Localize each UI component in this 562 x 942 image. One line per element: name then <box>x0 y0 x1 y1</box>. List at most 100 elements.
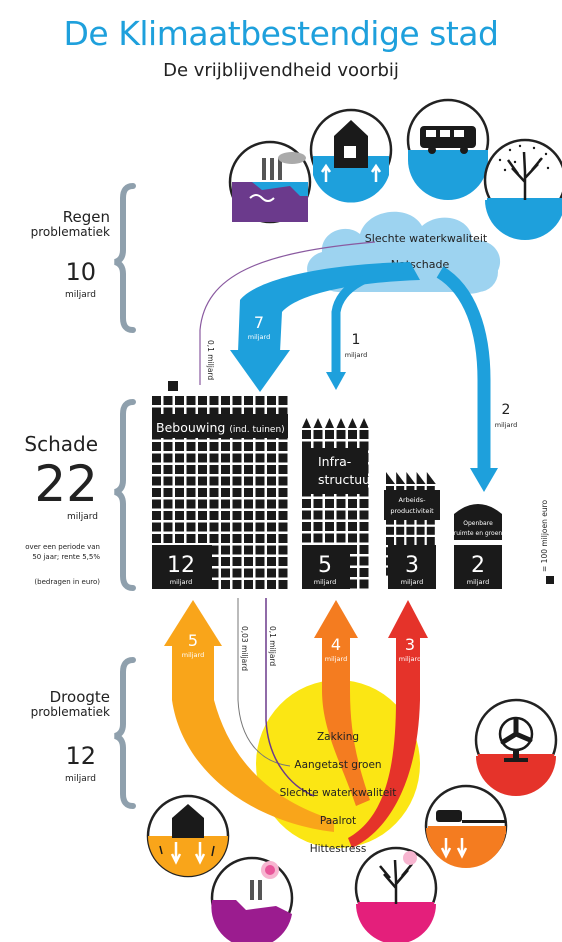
unit-square <box>209 557 219 566</box>
unit-square <box>175 476 184 486</box>
icon-bus-overstroming <box>406 98 490 200</box>
unit-square <box>175 522 184 532</box>
unit-square <box>232 534 242 543</box>
sun-item-paalrot: Paalrot <box>320 815 356 827</box>
sector-openbare-label-line1: Openbare <box>463 520 493 527</box>
icon-boom-droogte <box>354 846 438 942</box>
unit-square <box>209 407 219 417</box>
infra-roof <box>348 418 357 428</box>
flow-drought-bebouwing-arrowhead <box>164 600 222 646</box>
unit-square <box>267 580 276 589</box>
flow-drought-arbeid-unit: miljard <box>399 655 421 663</box>
unit-square <box>186 442 196 451</box>
unit-square <box>244 557 253 566</box>
unit-square <box>302 430 311 439</box>
unit-square <box>255 396 265 405</box>
unit-square <box>175 465 184 474</box>
unit-square <box>267 522 276 532</box>
unit-square <box>198 442 207 451</box>
unit-square <box>267 453 276 463</box>
unit-square <box>359 441 369 451</box>
unit-square <box>325 522 334 531</box>
unit-square <box>152 396 161 405</box>
flow-rain-bebouwing-arrowhead <box>230 350 290 392</box>
unit-square <box>152 522 161 532</box>
unit-square <box>163 476 173 486</box>
unit-square <box>221 568 230 578</box>
flow-drought-bebouwing-value: 5 <box>188 631 198 650</box>
infra-roof <box>313 418 323 428</box>
unit-square <box>232 568 242 578</box>
unit-square <box>232 407 242 417</box>
unit-square <box>406 537 415 545</box>
unit-square <box>175 407 184 417</box>
unit-square <box>175 534 184 543</box>
flow-drought-thin2 <box>265 598 315 797</box>
unit-square <box>255 545 265 555</box>
unit-square <box>426 537 435 545</box>
unit-square <box>232 522 242 532</box>
sector-bebouwing-unit: miljard <box>170 578 192 586</box>
unit-square <box>348 510 357 520</box>
unit-square <box>152 465 161 474</box>
unit-square <box>416 526 425 535</box>
unit-square <box>244 488 253 497</box>
unit-square <box>198 499 207 509</box>
sector-infra-value: 5 <box>318 553 332 578</box>
schade-amount: 22 <box>34 455 98 513</box>
unit-square <box>416 537 425 545</box>
flow-drought-infra <box>322 634 370 806</box>
unit-square <box>209 534 219 543</box>
unit-square <box>232 476 242 486</box>
unit-square <box>175 488 184 497</box>
unit-square <box>221 453 230 463</box>
unit-square <box>232 442 242 451</box>
droogte-label-line1: Droogte <box>49 688 110 706</box>
unit-square <box>386 526 394 535</box>
unit-square <box>186 407 196 417</box>
unit-square <box>336 430 346 439</box>
flow-rain-bebouwing-unit: miljard <box>248 333 270 341</box>
unit-square <box>255 534 265 543</box>
unit-square <box>336 522 346 531</box>
arbeid-roof <box>416 472 426 484</box>
unit-square <box>267 476 276 486</box>
unit-square <box>244 499 253 509</box>
arbeid-roof <box>386 472 395 484</box>
flow-drought-infra-arrowhead <box>314 600 358 638</box>
unit-square <box>278 511 288 520</box>
icon-weg-zakking <box>424 784 508 868</box>
unit-square <box>267 511 276 520</box>
schade-note-line1: over een periode van <box>25 543 100 551</box>
flow-rain-openbare-value: 2 <box>502 402 511 418</box>
unit-square <box>255 453 265 463</box>
unit-square <box>313 522 323 531</box>
flow-rain-infra-arrowhead <box>326 372 346 390</box>
unit-square <box>267 534 276 543</box>
flow-rain-infra-value: 1 <box>352 332 361 348</box>
unit-square <box>186 476 196 486</box>
unit-square <box>163 488 173 497</box>
unit-square <box>359 430 369 439</box>
unit-square <box>359 499 369 508</box>
unit-square <box>302 441 311 451</box>
legend-square <box>546 576 554 584</box>
sun-item-slechte-waterkwaliteit: Slechte waterkwaliteit <box>280 787 397 799</box>
unit-square <box>168 381 178 391</box>
unit-square <box>209 465 219 474</box>
sun-item-aangetast-groen: Aangetast groen <box>294 759 381 771</box>
flow-rain-openbare-unit: miljard <box>495 421 517 429</box>
unit-square <box>325 441 334 451</box>
unit-square <box>267 568 276 578</box>
unit-square <box>175 442 184 451</box>
unit-square <box>267 396 276 405</box>
sun-item-zakking: Zakking <box>317 731 359 743</box>
unit-square <box>278 557 288 566</box>
icon-riool-hitte <box>210 856 294 942</box>
unit-square <box>221 580 230 589</box>
unit-square <box>244 442 253 451</box>
flow-drought-infra-unit: miljard <box>325 655 347 663</box>
unit-square <box>186 534 196 543</box>
unit-square <box>396 537 405 545</box>
unit-square <box>267 545 276 555</box>
